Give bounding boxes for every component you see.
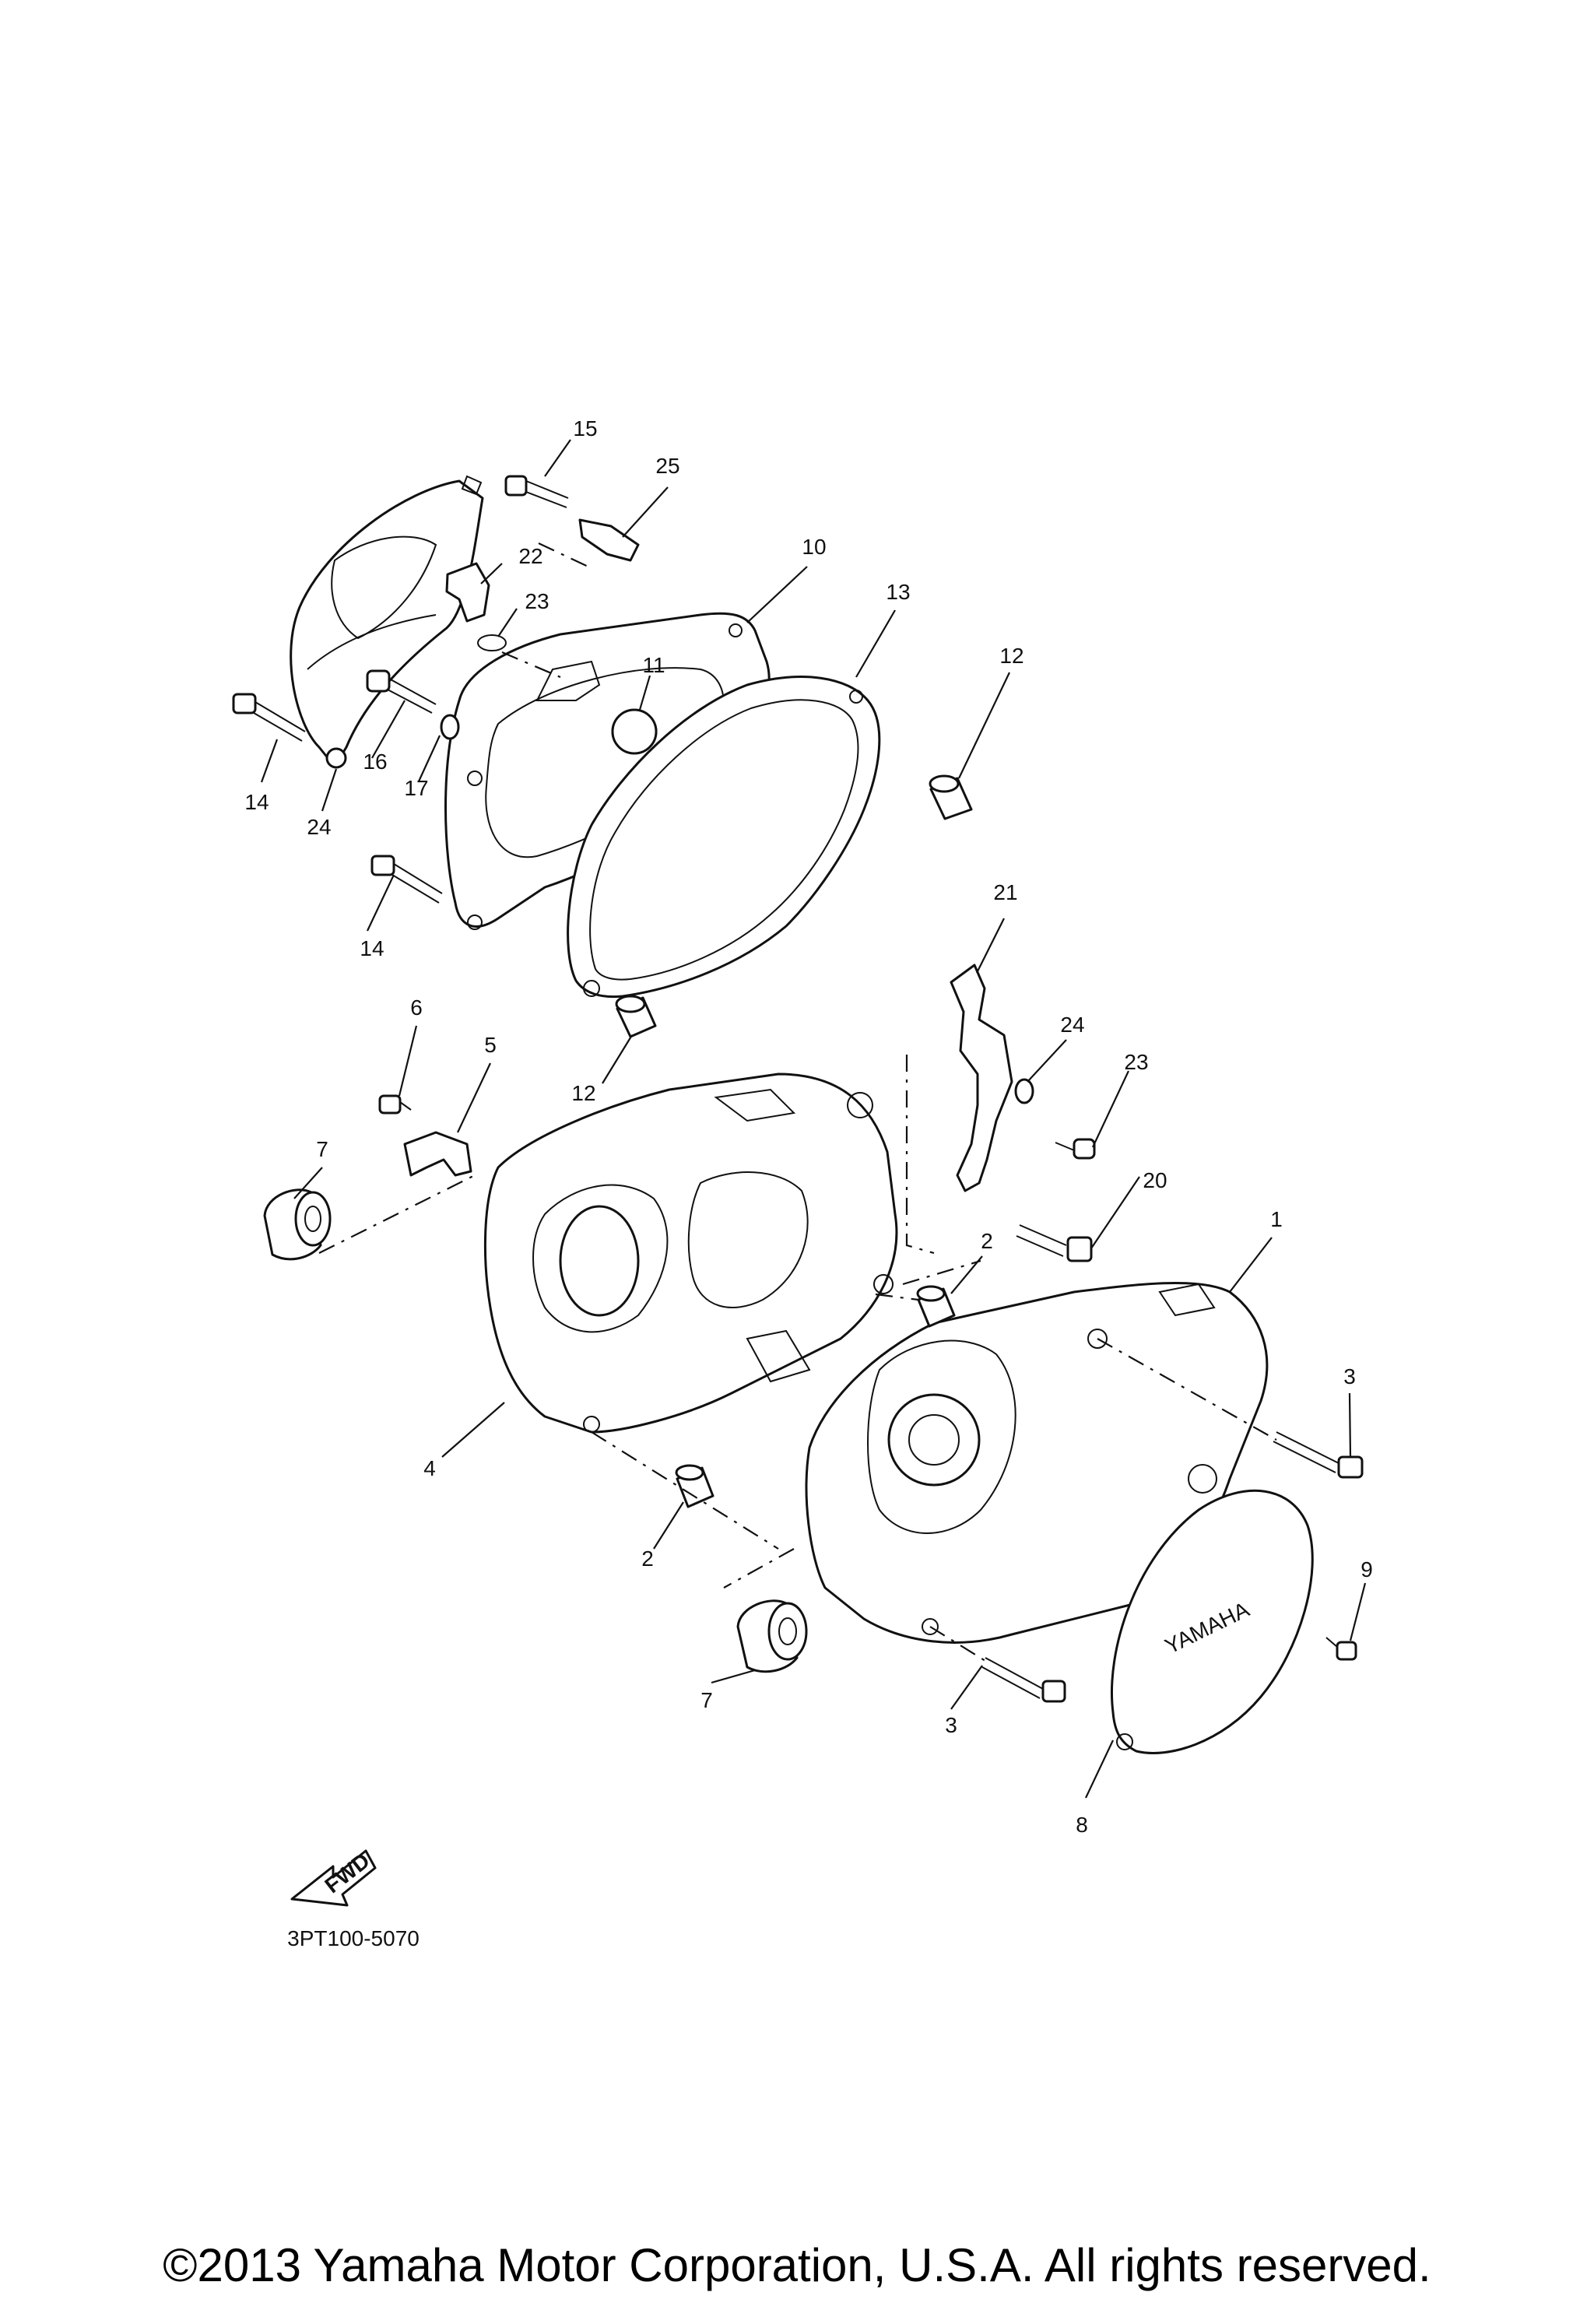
dowel-2-upper (916, 1285, 956, 1328)
callout-9: 9 (1361, 1557, 1373, 1582)
bolt-20 (1016, 1224, 1093, 1262)
callout-8: 8 (1076, 1813, 1088, 1837)
callout-3-right: 3 (1343, 1364, 1356, 1388)
callout-17: 17 (404, 776, 428, 800)
dowel-12-upper (929, 774, 973, 820)
bolt-16 (366, 669, 437, 714)
callout-2-upper: 2 (981, 1229, 993, 1253)
bolt-15 (504, 475, 569, 508)
callout-labels: 15 25 22 23 10 13 11 12 14 16 17 24 14 2… (244, 416, 1372, 1837)
callout-4: 4 (423, 1456, 436, 1480)
callout-14-upper: 14 (244, 790, 269, 814)
callout-21: 21 (993, 880, 1017, 904)
callout-24: 24 (307, 815, 331, 839)
callout-14-lower: 14 (360, 936, 384, 960)
callout-10: 10 (802, 535, 826, 559)
callout-11: 11 (642, 653, 665, 677)
callout-7-lower: 7 (700, 1688, 713, 1712)
callout-18: 22 (518, 544, 542, 568)
right-crankcase (805, 1281, 1269, 1644)
fwd-arrow: FWD (290, 1848, 377, 1907)
callout-6: 6 (410, 995, 423, 1020)
mount-bushing-7-left (263, 1188, 332, 1261)
gasket (567, 676, 881, 999)
callout-16: 16 (363, 750, 387, 774)
magneto-cover: YAMAHA (1111, 1489, 1314, 1754)
callout-19: 23 (525, 589, 549, 613)
washer-23 (1014, 1078, 1034, 1104)
callout-25: 25 (655, 454, 679, 478)
callout-2-lower: 2 (641, 1546, 654, 1571)
mount-bushing-7-lower (736, 1599, 808, 1673)
callout-12-lower: 12 (571, 1081, 595, 1105)
bracket-21 (950, 964, 1013, 1192)
callout-13: 13 (886, 580, 910, 604)
callout-12-upper: 12 (999, 644, 1023, 668)
leader-lines (260, 439, 1367, 1799)
callout-23: 24 (1060, 1013, 1084, 1037)
bolt-14-upper (232, 693, 306, 742)
grommet-24 (325, 747, 347, 769)
screw-22 (1055, 1138, 1096, 1160)
callout-15: 15 (573, 416, 597, 441)
bearing-11 (611, 708, 658, 755)
callout-22: 23 (1124, 1050, 1148, 1074)
callout-5: 5 (484, 1033, 497, 1057)
dowel-12-lower (615, 995, 657, 1038)
screw-9 (1325, 1637, 1357, 1661)
copyright-notice: ©2013 Yamaha Motor Corporation, U.S.A. A… (163, 2239, 1431, 2291)
alignment-lines (318, 542, 1277, 1662)
bolt-3-lower (981, 1657, 1066, 1703)
bracket-25 (578, 518, 640, 562)
bolt-14-lower (370, 855, 443, 904)
left-crankcase (483, 1072, 898, 1434)
washer-17 (440, 714, 460, 740)
sensor-18 (445, 562, 490, 623)
o-ring-19 (477, 634, 507, 651)
callout-1: 1 (1270, 1207, 1283, 1231)
dowel-2-lower (675, 1464, 714, 1508)
screw-6 (378, 1094, 412, 1115)
callout-7-left: 7 (316, 1137, 328, 1161)
shift-fork-5 (403, 1131, 472, 1177)
diagram-code: 3PT100-5070 (287, 1926, 420, 1950)
bolt-3-right (1273, 1431, 1364, 1479)
callout-3-lower: 3 (945, 1713, 957, 1737)
callout-20: 20 (1143, 1168, 1167, 1192)
